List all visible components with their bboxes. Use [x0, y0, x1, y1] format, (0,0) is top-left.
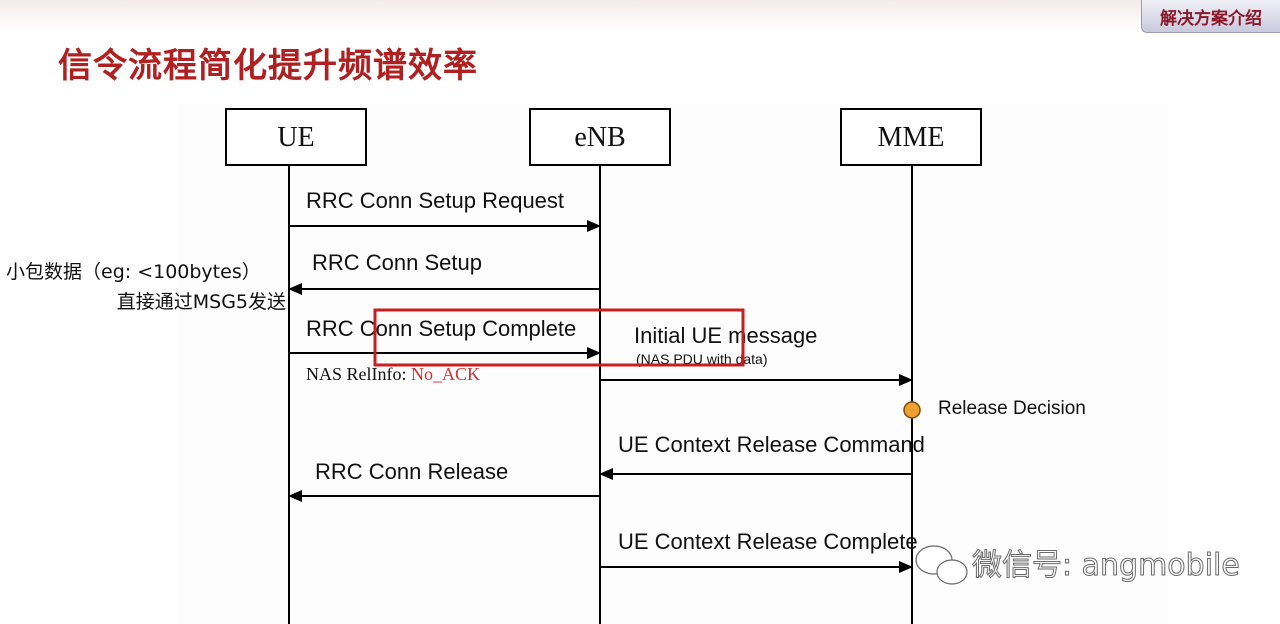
enb-node-label: eNB: [574, 122, 625, 153]
enb-node: eNB: [529, 108, 671, 166]
watermark-text: 微信号: angmobile: [972, 548, 1240, 583]
release-decision-label: Release Decision: [938, 398, 1086, 419]
ue-context-release-complete-label: UE Context Release Complete: [618, 529, 918, 554]
page-title: 信令流程简化提升频谱效率: [58, 46, 478, 86]
ue-context-release-command-label: UE Context Release Command: [618, 432, 925, 457]
wechat-icon: [915, 545, 968, 585]
mme-node: MME: [840, 108, 982, 166]
small-packet-annotation-line2: 直接通过MSG5发送: [117, 291, 286, 313]
small-packet-annotation-line1: 小包数据（eg: <100bytes）: [6, 261, 261, 283]
rrc-setup-request-label: RRC Conn Setup Request: [306, 188, 564, 213]
wechat-watermark: 微信号: angmobile: [915, 545, 1240, 585]
header-band: [0, 0, 1280, 30]
release-decision-dot: [903, 401, 921, 419]
rrc-setup-label: RRC Conn Setup: [312, 250, 482, 275]
nas-relinfo-label: NAS RelInfo: No_ACK: [306, 364, 480, 384]
mme-node-label: MME: [878, 122, 945, 153]
ue-node-label: UE: [277, 122, 314, 153]
section-badge[interactable]: 解决方案介绍: [1141, 0, 1280, 33]
highlight-box: [373, 308, 745, 367]
nas-pdu-with-data-label: (NAS PDU with data): [636, 351, 767, 367]
ue-node: UE: [225, 108, 367, 166]
rrc-conn-release-label: RRC Conn Release: [315, 459, 508, 484]
rrc-setup-complete-label: RRC Conn Setup Complete: [306, 316, 576, 341]
initial-ue-message-label: Initial UE message: [634, 323, 817, 348]
